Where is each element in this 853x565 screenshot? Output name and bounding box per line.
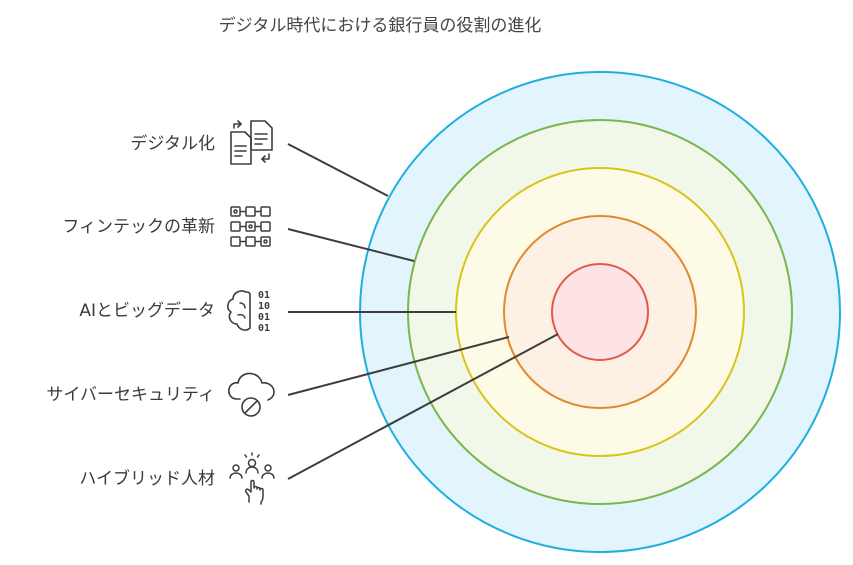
cloud-blocked-icon bbox=[228, 372, 275, 417]
connector-cybersecurity bbox=[287, 336, 510, 396]
connector-digitalization bbox=[287, 143, 389, 197]
binary-row-3: 01 bbox=[258, 312, 270, 323]
connector-hybrid-talent bbox=[287, 333, 559, 480]
fintech-network-icon bbox=[230, 206, 271, 247]
binary-row-1: 01 bbox=[258, 290, 270, 301]
diagram-title: デジタル時代における銀行員の役割の進化 bbox=[218, 16, 542, 36]
hybrid-talent-people-icon bbox=[229, 452, 275, 505]
connector-lines bbox=[287, 143, 559, 480]
ring-inner-red bbox=[551, 263, 649, 361]
binary-row-4: 01 bbox=[258, 323, 270, 334]
label-ai-big-data: AIとビッグデータ bbox=[79, 301, 215, 321]
digitize-documents-icon bbox=[230, 120, 273, 165]
label-fintech-innovation: フィンテックの革新 bbox=[62, 217, 215, 237]
concentric-rings bbox=[359, 71, 841, 553]
ai-brain-binary-icon: 01 10 01 01 bbox=[227, 290, 270, 334]
label-cybersecurity: サイバーセキュリティ bbox=[46, 385, 215, 405]
binary-row-2: 10 bbox=[258, 301, 270, 312]
label-digitalization: デジタル化 bbox=[130, 134, 215, 154]
label-hybrid-talent: ハイブリッド人材 bbox=[79, 469, 215, 489]
connector-fintech bbox=[287, 228, 415, 262]
